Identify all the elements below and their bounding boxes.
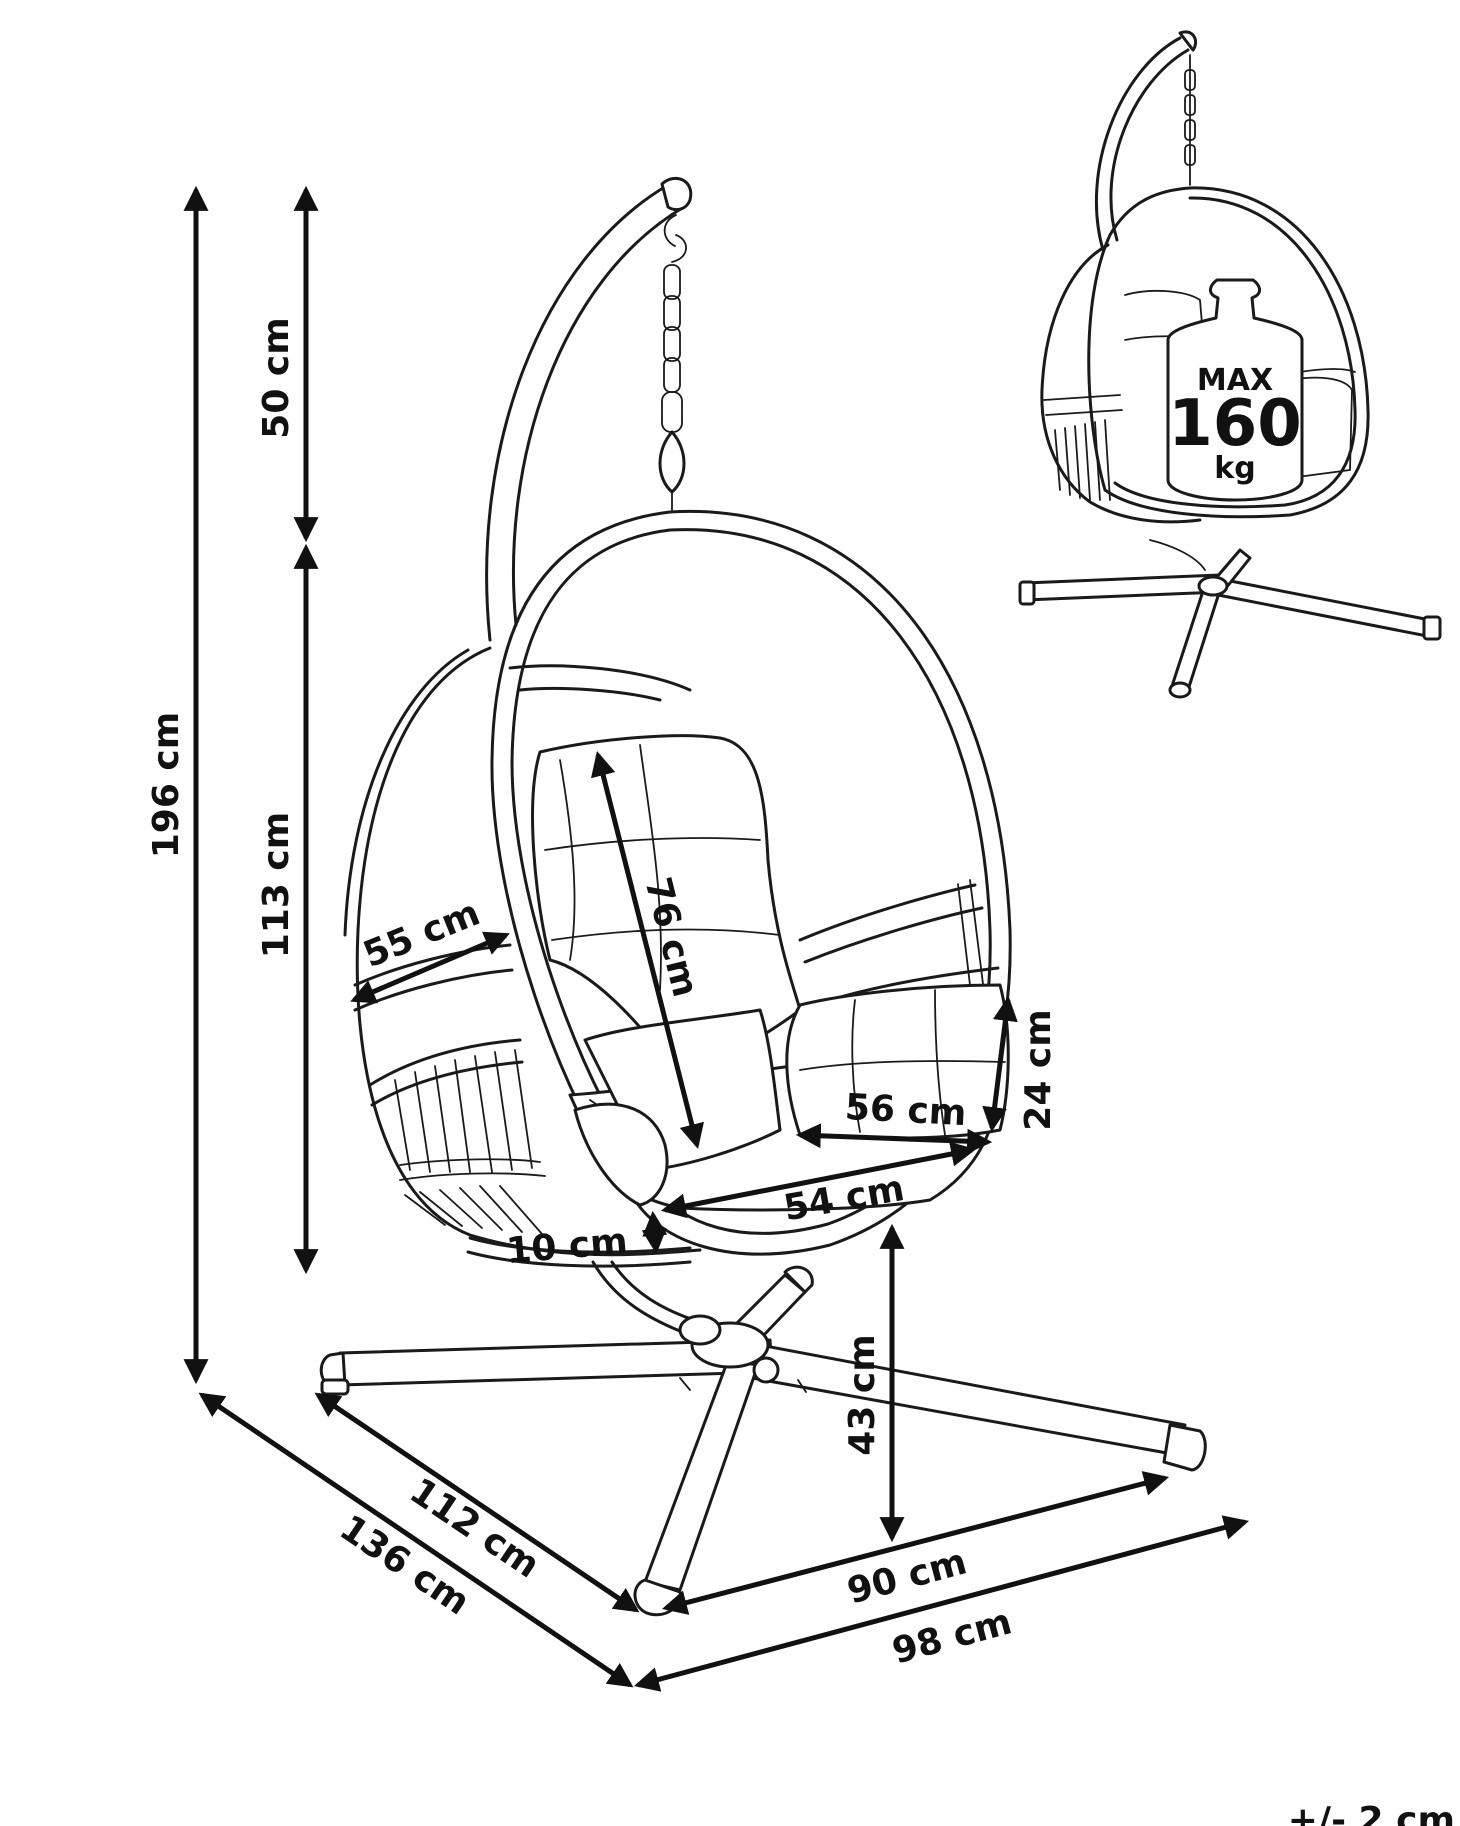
main-chair-illustration <box>319 177 1207 1617</box>
dimension-lines <box>183 185 1250 1692</box>
pillow-width-label: 56 cm <box>844 1087 967 1134</box>
woven-slats <box>394 1049 546 1235</box>
chain <box>658 214 687 513</box>
weight-max-value: 160 <box>1168 387 1302 461</box>
tolerance-note: +/- 2 cm <box>1288 1800 1455 1826</box>
total-height-label: 196 cm <box>146 712 187 859</box>
inset-chair-illustration <box>1018 30 1442 699</box>
basket-height-label: 113 cm <box>256 812 297 959</box>
weight-capacity-icon: MAX 160 kg <box>1166 278 1304 502</box>
seat-height-label: 43 cm <box>842 1334 883 1455</box>
cushion-thickness-label: 10 cm <box>505 1221 630 1272</box>
basket-depth-label: 55 cm <box>358 893 486 977</box>
chain-length-label: 50 cm <box>256 317 297 438</box>
weight-unit-label: kg <box>1214 451 1255 486</box>
pillow-height-label: 24 cm <box>1018 1009 1059 1130</box>
weight-max-label: MAX <box>1197 363 1273 398</box>
